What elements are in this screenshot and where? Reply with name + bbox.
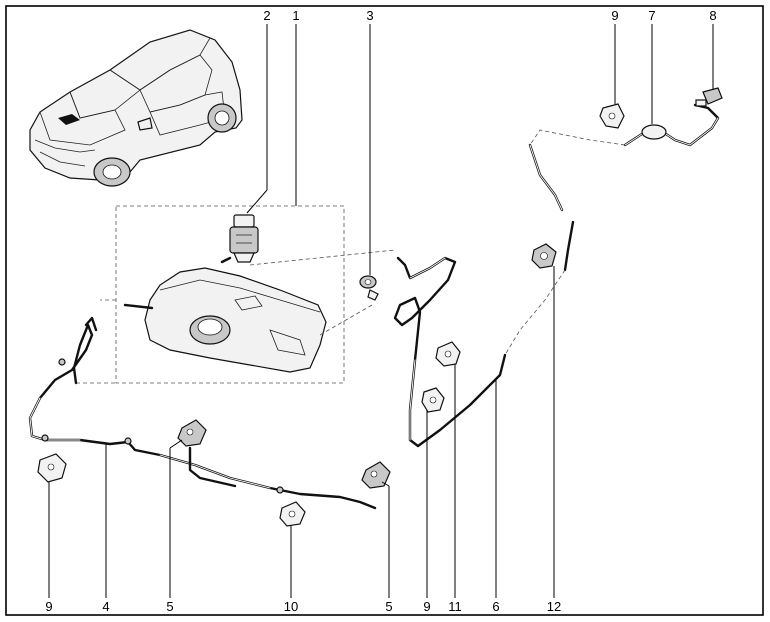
leader-lines bbox=[48, 24, 714, 598]
callout-9-middle: 9 bbox=[423, 599, 430, 614]
reservoir-assembly-box bbox=[115, 205, 345, 384]
hose-clip-12-icon bbox=[531, 243, 557, 269]
washer-nozzle-left-icon bbox=[177, 419, 207, 447]
car-icon bbox=[29, 29, 243, 187]
callout-1: 1 bbox=[292, 8, 299, 23]
washer-nozzle-right-icon bbox=[361, 461, 391, 489]
callout-labels: 2 1 3 9 7 8 9 4 5 10 5 9 11 6 12 bbox=[45, 8, 716, 614]
washer-pump-icon bbox=[220, 214, 259, 264]
callout-11: 11 bbox=[448, 599, 462, 614]
callout-8: 8 bbox=[709, 8, 716, 23]
callout-9-left: 9 bbox=[45, 599, 52, 614]
diagram-frame bbox=[5, 5, 764, 616]
callout-9-top: 9 bbox=[611, 8, 618, 23]
hose-clip-top-icon bbox=[599, 103, 625, 129]
reservoir-location-marker bbox=[58, 114, 80, 125]
grommet-icon bbox=[359, 275, 379, 301]
callout-12: 12 bbox=[547, 599, 561, 614]
washer-reservoir-icon bbox=[123, 267, 327, 373]
callout-3: 3 bbox=[366, 8, 373, 23]
hose-clip-9a-icon bbox=[37, 453, 67, 483]
rear-hose-upper bbox=[504, 103, 720, 356]
callout-2: 2 bbox=[263, 8, 270, 23]
hose-clip-10-icon bbox=[279, 501, 306, 527]
callout-5-left: 5 bbox=[166, 599, 173, 614]
callout-4: 4 bbox=[102, 599, 109, 614]
callout-10: 10 bbox=[284, 599, 298, 614]
hose-clip-9b-icon bbox=[421, 387, 445, 413]
callout-6: 6 bbox=[492, 599, 499, 614]
front-hose bbox=[28, 316, 377, 510]
rear-nozzle-icon bbox=[695, 87, 723, 107]
callout-5-right: 5 bbox=[385, 599, 392, 614]
hose-clip-11-icon bbox=[435, 341, 461, 367]
long-hose bbox=[393, 256, 507, 448]
callout-7: 7 bbox=[648, 8, 655, 23]
